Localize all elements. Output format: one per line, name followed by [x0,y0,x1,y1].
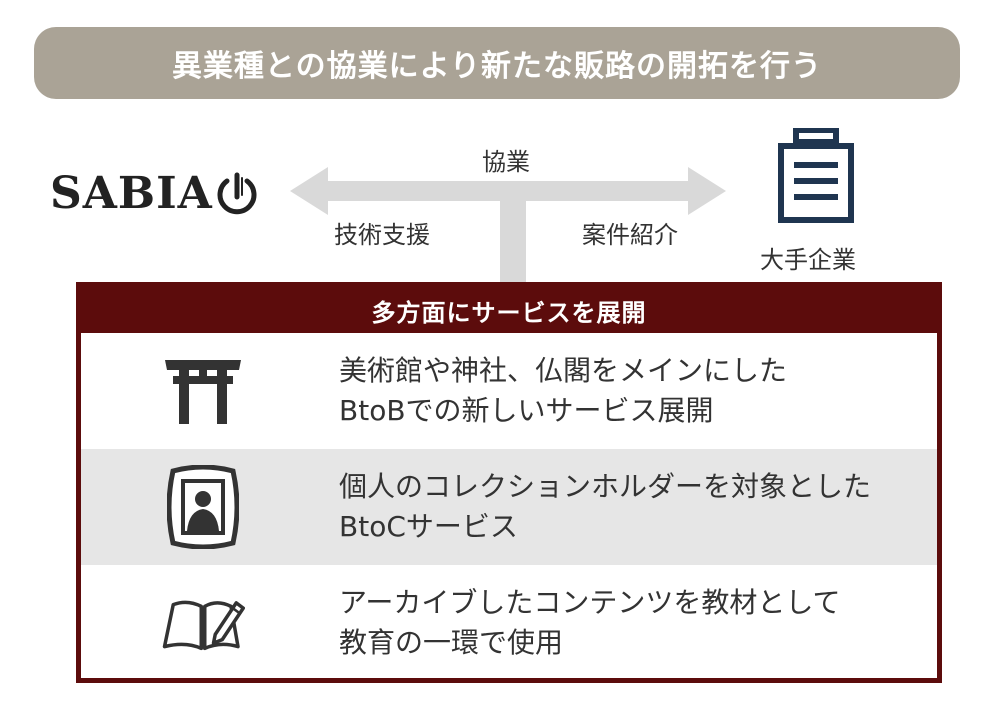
service-row-btob: 美術館や神社、仏閣をメインにした BtoBでの新しいサービス展開 [81,333,937,449]
double-headed-arrow [290,167,726,215]
page-title: 異業種との協業により新たな販路の開拓を行う [171,49,823,84]
open-book-pen-icon [161,581,245,665]
service-line-1: 美術館や神社、仏閣をメインにした [339,354,788,387]
service-row-btoc: 個人のコレクションホルダーを対象とした BtoCサービス [81,449,937,565]
service-line-2: BtoCサービス [339,510,518,543]
logo-text: SABIA [50,168,213,219]
service-description: 個人のコレクションホルダーを対象とした BtoCサービス [339,467,871,547]
vertical-stem [500,199,526,285]
service-row-education: アーカイブしたコンテンツを教材として 教育の一環で使用 [81,565,937,681]
service-line-1: アーカイブしたコンテンツを教材として [339,586,841,619]
sabia-logo: SABIA [50,168,259,219]
project-referral-label: 案件紹介 [582,221,678,249]
service-description: 美術館や神社、仏閣をメインにした BtoBでの新しいサービス展開 [339,351,787,431]
title-banner: 異業種との協業により新たな販路の開拓を行う [34,27,960,99]
service-line-2: 教育の一環で使用 [339,626,564,659]
panel-header: 多方面にサービスを展開 [81,287,937,333]
services-panel: 多方面にサービスを展開 美術館や神社、仏閣をメインにした BtoBでの新しいサー… [76,282,942,683]
service-line-1: 個人のコレクションホルダーを対象とした [339,470,872,503]
service-line-2: BtoBでの新しいサービス展開 [339,394,714,427]
service-description: アーカイブしたコンテンツを教材として 教育の一環で使用 [339,583,840,663]
torii-gate-icon [161,349,245,433]
building-icon [778,128,854,223]
technical-support-label: 技術支援 [334,221,430,249]
portrait-frame-icon [161,465,245,549]
major-company-label: 大手企業 [760,246,856,274]
logo-mark-icon [217,172,257,214]
collaboration-label: 協業 [482,148,530,176]
